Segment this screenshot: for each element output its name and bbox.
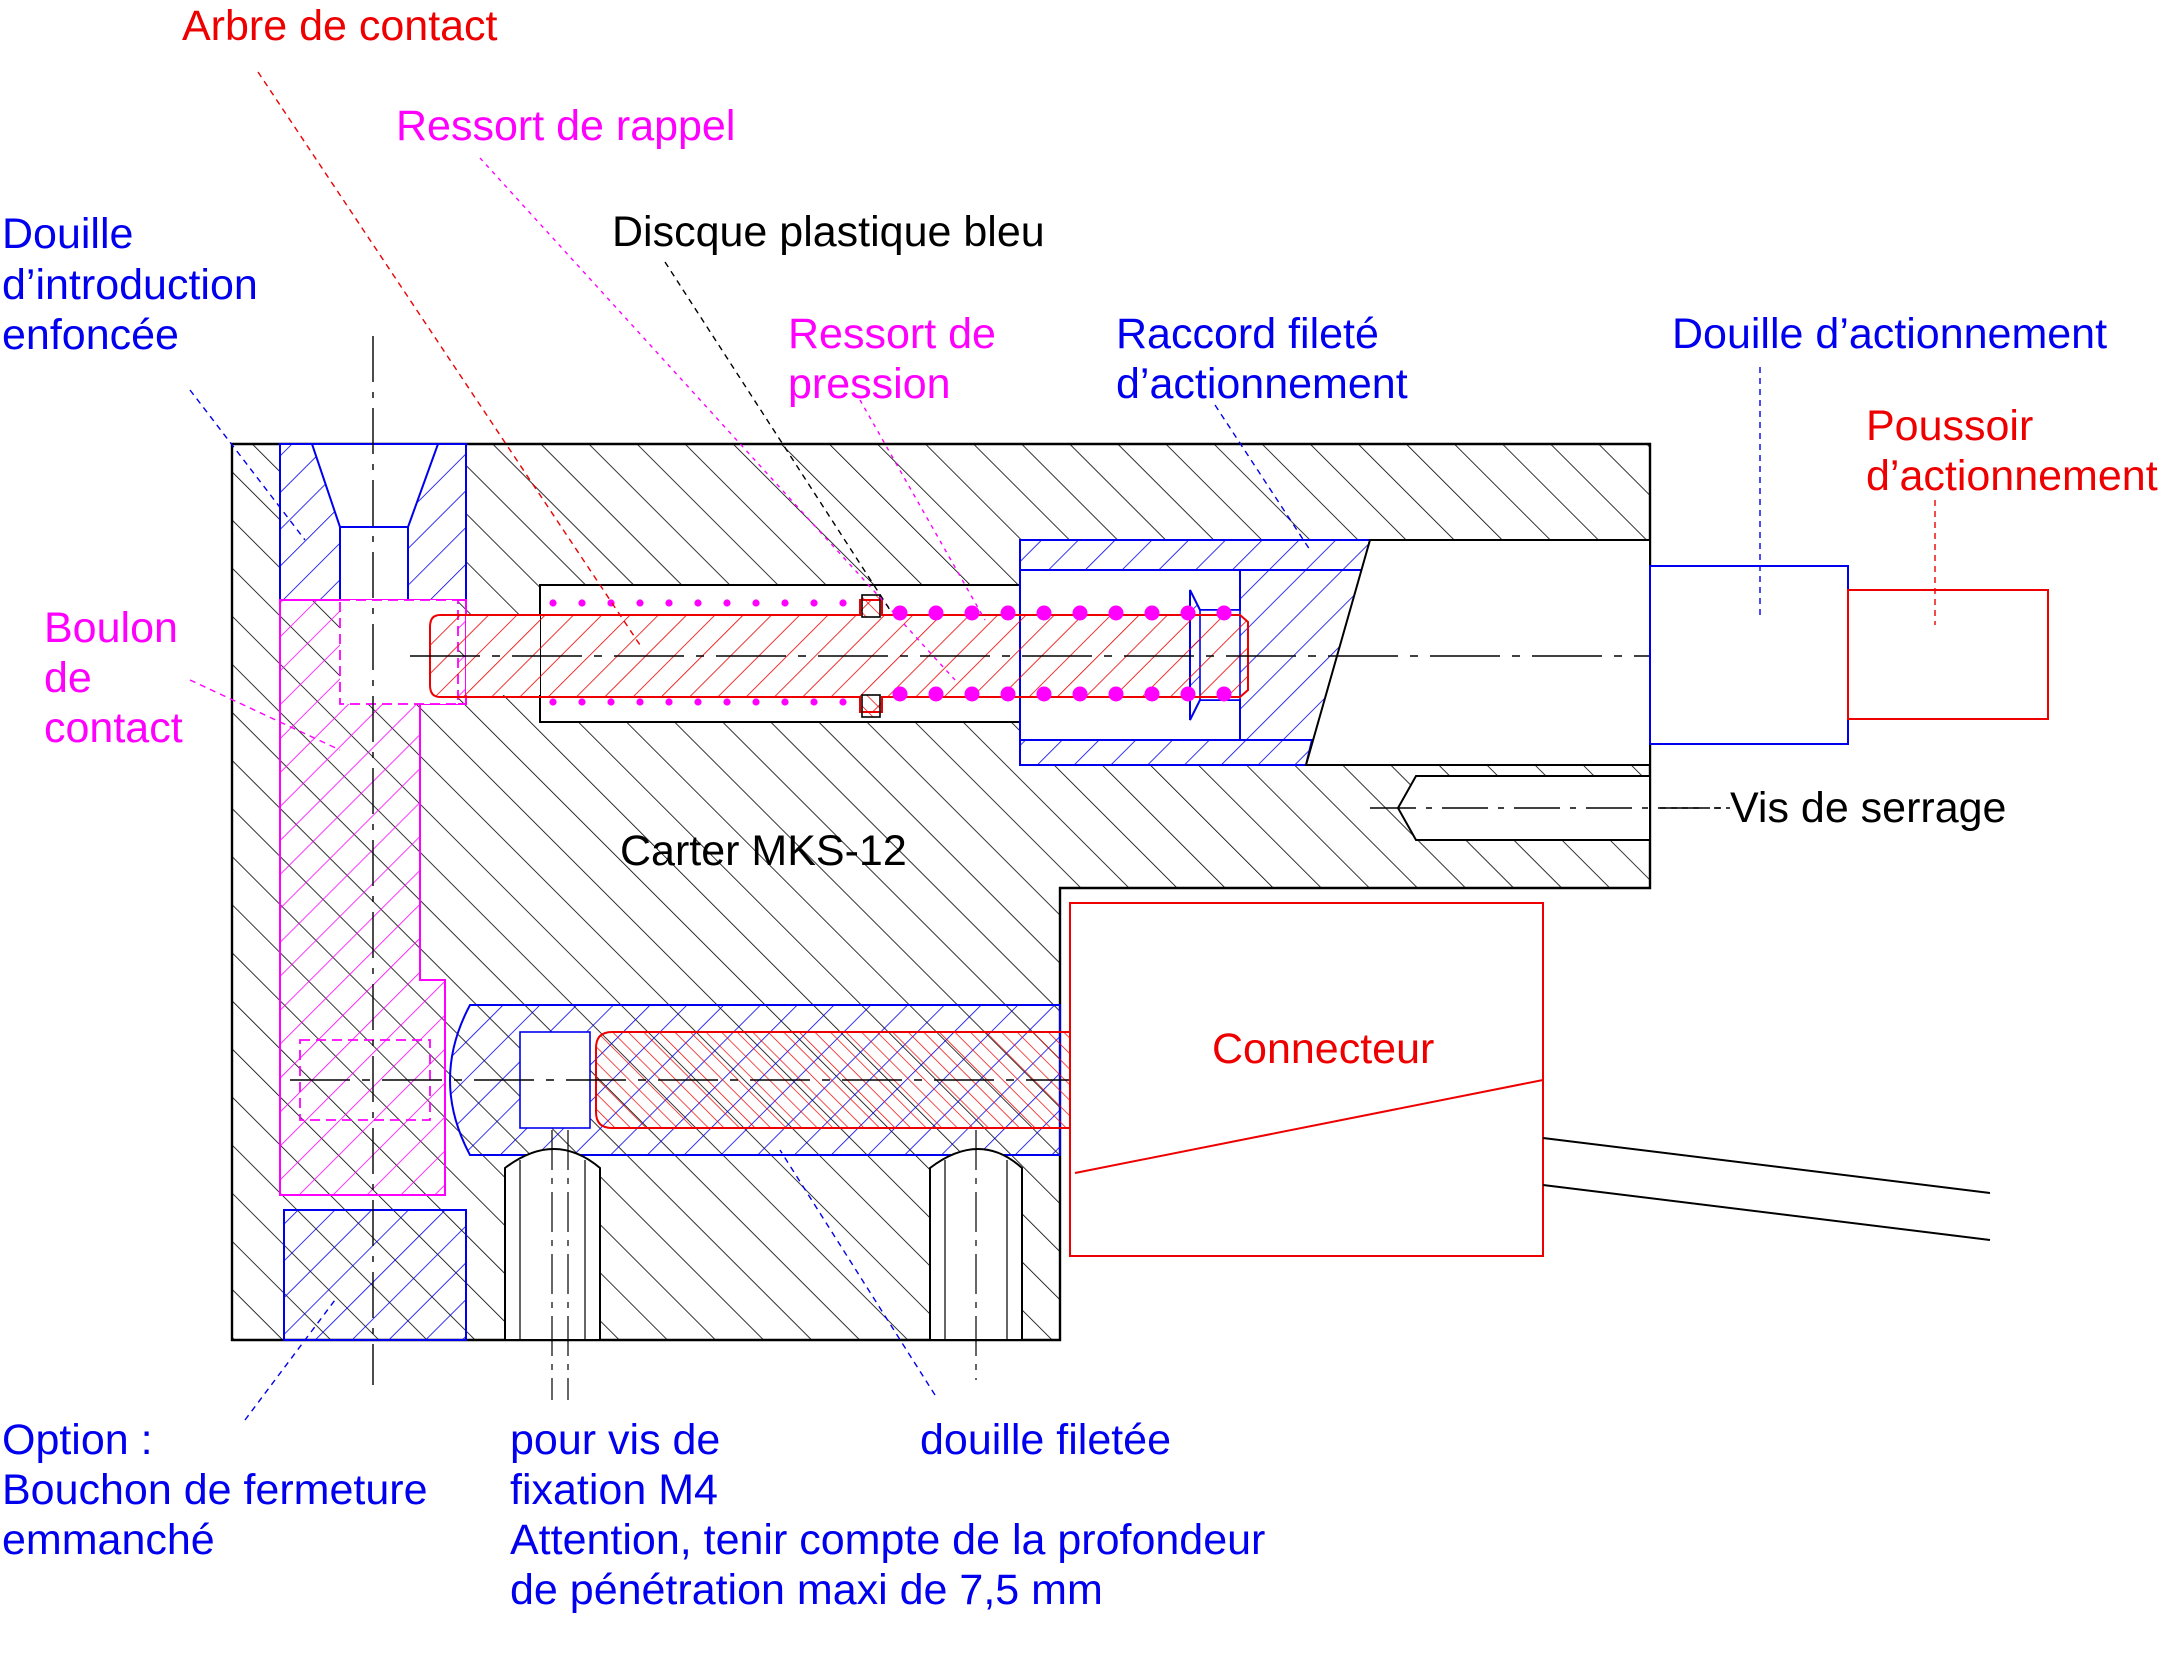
label-discque-plastique: Discque plastique bleu (612, 208, 1045, 256)
ressort-dots (549, 599, 1232, 706)
label-poussoir-1: Poussoir (1866, 402, 2033, 450)
label-arbre-de-contact: Arbre de contact (182, 2, 498, 50)
label-douille-actionnement: Douille d’actionnement (1672, 310, 2107, 358)
ressort-pression-coil (1180, 686, 1196, 702)
ressort-rappel-coil (665, 698, 673, 706)
label-option-3: emmanché (2, 1516, 215, 1564)
ressort-pression-coil (964, 686, 980, 702)
ressort-rappel-coil (781, 698, 789, 706)
label-ressort-pression-1: Ressort de (788, 310, 996, 358)
label-raccord-filete-1: Raccord fileté (1116, 310, 1379, 358)
label-raccord-filete-2: d’actionnement (1116, 360, 1408, 408)
ressort-rappel-coil (723, 599, 731, 607)
ressort-rappel-coil (549, 599, 557, 607)
label-douille-introduction-2: d’introduction (2, 261, 258, 309)
labels: Arbre de contact Ressort de rappel Discq… (2, 2, 2158, 1614)
ressort-rappel-coil (694, 599, 702, 607)
ressort-pression-coil (1216, 686, 1232, 702)
label-boulon-1: Boulon (44, 604, 178, 652)
trous-fixation (504, 1130, 1023, 1400)
vis-serrage-bore (1370, 775, 1720, 841)
ressort-rappel-coil (694, 698, 702, 706)
ressort-rappel-coil (781, 599, 789, 607)
label-douille-introduction-1: Douille (2, 210, 133, 258)
label-poussoir-2: d’actionnement (1866, 452, 2158, 500)
leader-lines (189, 71, 1936, 1421)
label-boulon-3: contact (44, 704, 183, 752)
ressort-pression-coil (1072, 605, 1088, 621)
label-douille-filetee: douille filetée (920, 1416, 1171, 1464)
douille-actionnement (1649, 565, 1849, 745)
ressort-rappel-coil (810, 698, 818, 706)
label-connecteur: Connecteur (1212, 1025, 1434, 1073)
ressort-rappel-coil (839, 698, 847, 706)
ressort-rappel-coil (752, 599, 760, 607)
ressort-rappel-coil (810, 599, 818, 607)
label-vis-fixation-1: pour vis de (510, 1416, 720, 1464)
poussoir-actionnement (1847, 589, 2049, 720)
ressort-pression-coil (1036, 605, 1052, 621)
label-option-1: Option : (2, 1416, 153, 1464)
ressort-rappel-coil (578, 599, 586, 607)
label-ressort-pression-2: pression (788, 360, 951, 408)
label-carter: Carter MKS-12 (620, 827, 907, 875)
ressort-pression-coil (1000, 686, 1016, 702)
label-boulon-2: de (44, 654, 92, 702)
ressort-rappel-coil (665, 599, 673, 607)
ressort-pression-coil (928, 605, 944, 621)
label-vis-fixation-2: fixation M4 (510, 1466, 718, 1514)
ressort-rappel-coil (752, 698, 760, 706)
ressort-pression-coil (1072, 686, 1088, 702)
ressort-rappel-coil (723, 698, 731, 706)
ressort-pression-coil (928, 686, 944, 702)
bouchon-fermeture (283, 1209, 467, 1341)
ressort-pression-coil (892, 605, 908, 621)
ressort-rappel-coil (839, 599, 847, 607)
label-douille-introduction-3: enfoncée (2, 311, 179, 359)
ressort-rappel-coil (549, 698, 557, 706)
ressort-rappel-coil (636, 698, 644, 706)
ressort-pression-coil (1180, 605, 1196, 621)
ressort-pression-coil (1108, 686, 1124, 702)
label-vis-de-serrage: Vis de serrage (1730, 784, 2006, 832)
connecteur-body (1069, 902, 1544, 1257)
label-attention-1: Attention, tenir compte de la profondeur (510, 1516, 1265, 1564)
ressort-pression-coil (1144, 605, 1160, 621)
ressort-pression-coil (1144, 686, 1160, 702)
ressort-rappel-coil (578, 698, 586, 706)
ressort-pression-coil (1000, 605, 1016, 621)
ressort-pression-coil (892, 686, 908, 702)
ressort-rappel-coil (607, 698, 615, 706)
label-ressort-de-rappel: Ressort de rappel (396, 102, 735, 150)
ressort-rappel-coil (636, 599, 644, 607)
label-option-2: Bouchon de fermeture (2, 1466, 428, 1514)
ressort-pression-coil (1216, 605, 1232, 621)
connecteur-pin (595, 1031, 1071, 1129)
cable (1542, 1137, 1991, 1241)
label-attention-2: de pénétration maxi de 7,5 mm (510, 1566, 1103, 1614)
ressort-pression-coil (964, 605, 980, 621)
ressort-pression-coil (1036, 686, 1052, 702)
disque-plastique (861, 594, 881, 718)
ressort-pression-coil (1108, 605, 1124, 621)
douille-actionnement-bore (1304, 539, 1651, 766)
